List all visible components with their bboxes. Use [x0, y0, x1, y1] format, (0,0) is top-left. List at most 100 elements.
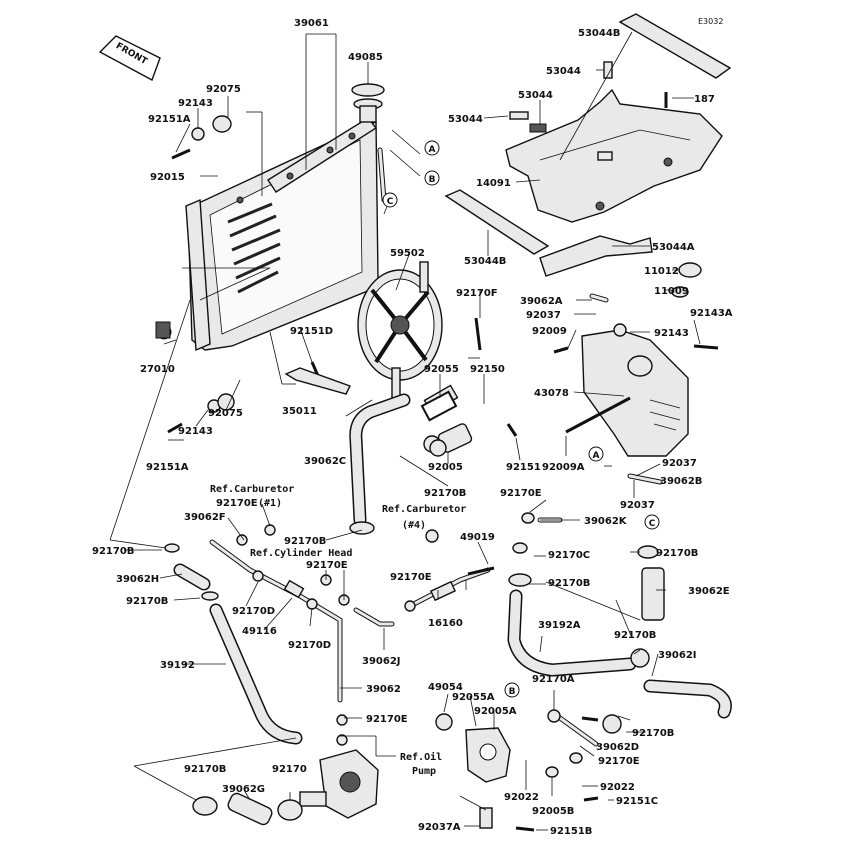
part-label: 59502 [390, 248, 425, 259]
note-carb-1: Ref.Carburetor [210, 484, 294, 495]
part-label: 92151A [146, 462, 189, 473]
strip-left [444, 189, 550, 255]
clip-92037a [479, 807, 493, 829]
part-label: 92143 [654, 328, 689, 339]
part-label: 92022 [600, 782, 635, 793]
part-label: 49019 [460, 532, 495, 543]
part-label: 92143 [178, 98, 213, 109]
part-label: 27010 [140, 364, 175, 375]
marker-b: B [429, 175, 436, 185]
part-label: 16160 [428, 618, 463, 629]
part-label: 92170F [456, 288, 498, 299]
part-label: 39062G [222, 784, 265, 795]
part-label: 92075 [208, 408, 243, 419]
part-label: 92150 [470, 364, 505, 375]
part-label: 39062H [116, 574, 159, 585]
gasket-92055 [420, 390, 458, 422]
part-label: 53044 [546, 66, 581, 77]
part-label: 92170B [284, 536, 326, 547]
strip-right [539, 235, 653, 277]
pad-53044-b [509, 111, 529, 120]
part-label: 92005 [428, 462, 463, 473]
strip-top [618, 13, 732, 79]
marker-b-2: B [509, 687, 516, 697]
part-label: 92170E [598, 756, 640, 767]
part-label: 92151B [550, 826, 592, 837]
part-label: 53044B [464, 256, 506, 267]
bolts [167, 92, 719, 832]
part-label: 92037 [526, 310, 561, 321]
note-oil-pump: Ref.Oil [400, 751, 442, 763]
radiator-cap [351, 83, 385, 123]
part-label: 92037 [620, 500, 655, 511]
part-label: 92170E [390, 572, 432, 583]
clamps [156, 115, 659, 821]
note-carb-4-num: (#4) [402, 520, 426, 531]
part-label: 92151A [148, 114, 191, 125]
part-label: 92170B [424, 488, 466, 499]
part-label: 92015 [150, 172, 185, 183]
part-label: 92151 [506, 462, 541, 473]
part-label: 92170E [216, 498, 258, 509]
leader-lines [109, 31, 701, 831]
part-labels: 39061 49085 92075 92143 92151A 92015 530… [92, 18, 733, 837]
radiator [185, 117, 379, 352]
part-label: 92143A [690, 308, 733, 319]
note-cyl-head: Ref.Cylinder Head [250, 547, 352, 559]
part-label: 39061 [294, 18, 329, 29]
part-label: 11009 [654, 286, 689, 297]
part-label: 92009A [542, 462, 585, 473]
part-label: 92170B [184, 764, 226, 775]
part-label: 92151D [290, 326, 333, 337]
part-label: 92037A [418, 822, 461, 833]
clamp-92170b-a [349, 521, 375, 535]
hose-39062g [227, 792, 273, 826]
part-label: 39062C [304, 456, 346, 467]
part-label: 92170B [126, 596, 168, 607]
part-label: 92005B [532, 806, 574, 817]
sensor-27010 [155, 321, 171, 339]
part-label: 92170B [632, 728, 674, 739]
part-label: 39062E [688, 586, 730, 597]
marker-c-2: C [649, 519, 656, 529]
part-label: 92151C [616, 796, 658, 807]
part-label: 53044A [652, 242, 695, 253]
hose-39062i [643, 679, 732, 719]
note-oil-pump-2: Pump [412, 766, 436, 777]
part-label: 49116 [242, 626, 277, 637]
note-carb-4: Ref.Carburetor [382, 504, 466, 515]
part-label: 39062A [520, 296, 563, 307]
part-label: 92055 [424, 364, 459, 375]
marker-c: C [387, 197, 394, 207]
part-label: 39062K [584, 516, 628, 527]
part-label: 92037 [662, 458, 697, 469]
diagram-code: E3032 [698, 17, 723, 26]
undertray [505, 88, 723, 223]
reserve-tank [581, 329, 689, 457]
part-label: 39062D [596, 742, 639, 753]
part-label: 49085 [348, 52, 383, 63]
part-label: 92170 [272, 764, 307, 775]
part-label: 53044 [448, 114, 483, 125]
part-label: 92143 [178, 426, 213, 437]
part-label: 53044B [578, 28, 620, 39]
part-label: 53044 [518, 90, 553, 101]
tank-cap [678, 262, 702, 278]
part-label: 92005A [474, 706, 517, 717]
part-label: 92170B [92, 546, 134, 557]
part-label: 92009 [532, 326, 567, 337]
part-label: 11012 [644, 266, 679, 277]
marker-a-2: A [593, 451, 600, 461]
hose-39192a [507, 589, 637, 677]
part-label: 92170B [656, 548, 698, 559]
part-label: 92170D [232, 606, 275, 617]
part-label: 43078 [534, 388, 569, 399]
cooling-fan [357, 261, 443, 407]
part-label: 35011 [282, 406, 317, 417]
part-label: 14091 [476, 178, 511, 189]
part-label: 92055A [452, 692, 495, 703]
part-label: 49054 [428, 682, 463, 693]
bracket-35011 [284, 367, 351, 395]
